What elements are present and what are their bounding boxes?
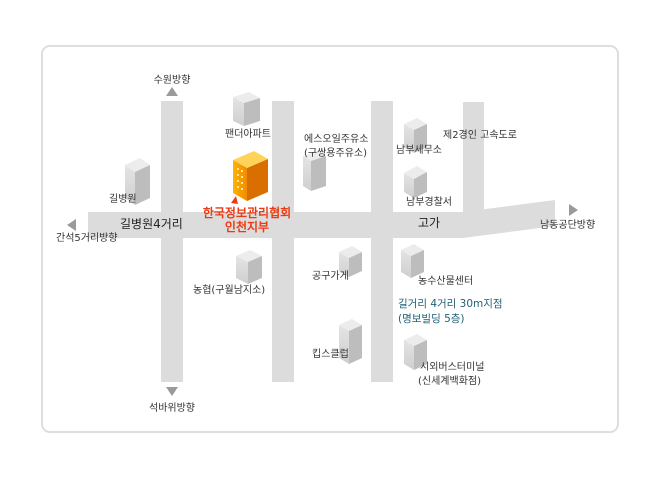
direction-arrows	[67, 87, 578, 396]
building-soil-icon	[303, 151, 326, 191]
label-south: 석바위방향	[149, 403, 195, 414]
building-agri-center-icon	[401, 244, 424, 278]
label-target-address-1: 길거리 4거리 30m지점	[398, 298, 503, 310]
label-terminal-2: (신세계백화점)	[418, 376, 482, 387]
label-overpass: 고가	[418, 216, 441, 230]
roads	[88, 101, 555, 382]
label-soil-1: 에스오일주유소	[304, 134, 369, 145]
arrow-west-icon	[67, 219, 76, 231]
arrow-east-icon	[569, 204, 578, 216]
road-central-vertical	[272, 101, 294, 382]
label-nambu-police: 남부경찰서	[406, 197, 452, 208]
building-nambu-police-icon	[404, 166, 427, 198]
road-main-horizontal	[88, 200, 555, 238]
label-panther-apt: 팬더아파트	[225, 129, 271, 140]
label-soil-2: (구쌍용주유소)	[304, 148, 368, 159]
building-gonggu-icon	[339, 246, 362, 277]
label-kids: 킵스클럽	[312, 349, 349, 360]
road-expressway-vertical	[463, 102, 484, 215]
label-agri-center: 농수산물센터	[418, 276, 474, 287]
building-panther-icon	[233, 92, 260, 126]
label-north: 수원방향	[153, 75, 191, 86]
label-terminal-1: 시외버스터미널	[420, 362, 485, 373]
road-gil-hospital-vertical	[161, 101, 183, 382]
buildings	[125, 92, 427, 370]
building-nambu-tax-icon	[404, 118, 427, 153]
label-intersection: 길병원4거리	[120, 217, 183, 231]
label-east: 남동공단방향	[540, 220, 596, 231]
label-expressway: 제2경인 고속도로	[443, 130, 517, 141]
building-nonghyup-icon	[236, 250, 262, 284]
arrow-north-icon	[166, 87, 178, 96]
label-nonghyup: 농협(구월남지소)	[193, 285, 266, 296]
arrow-south-icon	[166, 387, 178, 396]
target-pointer-icon	[231, 196, 238, 204]
target-building-icon	[231, 151, 268, 204]
label-nambu-tax: 남부세무소	[396, 145, 442, 156]
road-east-vertical	[371, 101, 393, 382]
label-target-name-2: 인천지부	[224, 220, 270, 234]
label-west: 간석5거리방향	[56, 233, 118, 244]
label-target-address-2: (명보빌딩 5층)	[398, 313, 465, 325]
building-kids-icon	[339, 319, 362, 364]
map-frame	[41, 45, 619, 433]
label-gil-hospital: 길병원	[109, 194, 137, 205]
label-gonggu: 공구가게	[312, 271, 349, 282]
building-terminal-icon	[404, 334, 427, 370]
building-gil-hospital-icon	[125, 158, 150, 205]
label-target-name-1: 한국정보관리협회	[202, 206, 292, 220]
